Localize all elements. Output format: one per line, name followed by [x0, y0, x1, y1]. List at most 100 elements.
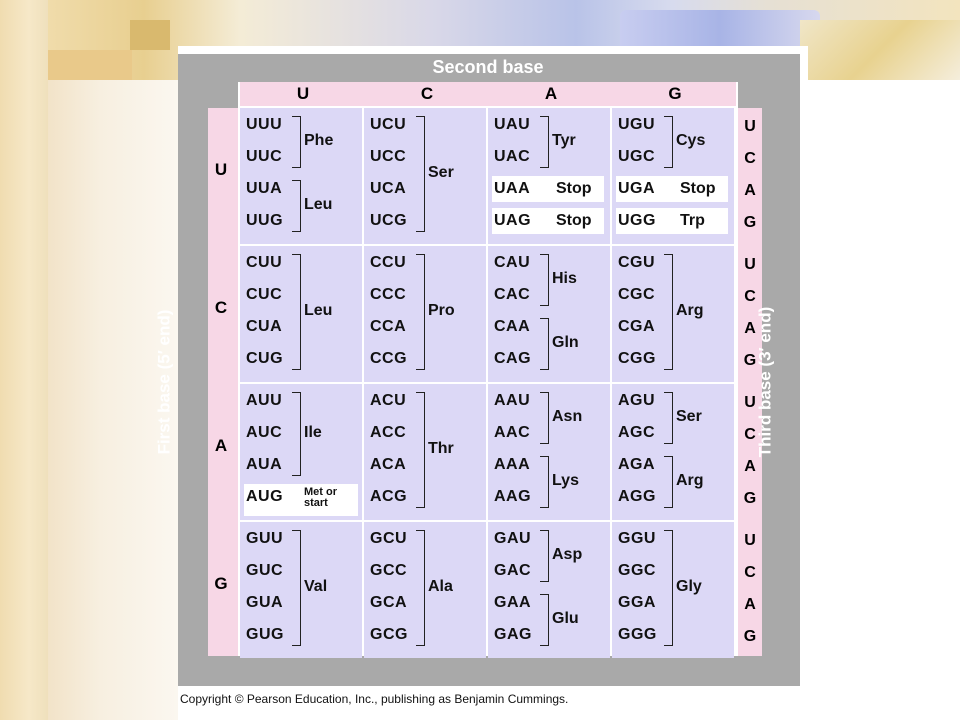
codon: GGA — [618, 594, 656, 611]
codon: GCA — [370, 594, 408, 611]
column-header-row — [240, 82, 736, 106]
third-base-u: U — [744, 532, 756, 549]
column-header-a: A — [544, 84, 558, 103]
codon-cell — [488, 246, 610, 382]
third-base-g: G — [743, 352, 757, 369]
codon: CAG — [494, 350, 532, 367]
stop-codon-box — [616, 176, 728, 202]
third-base-a: A — [744, 596, 756, 613]
codon-cell — [240, 108, 362, 244]
codon: CGA — [618, 318, 656, 335]
codon: GCC — [370, 562, 408, 579]
third-base-g: G — [743, 628, 757, 645]
codon-cell — [240, 522, 362, 658]
codon-bracket — [540, 318, 549, 370]
codon: GUG — [246, 626, 284, 643]
codon-bracket — [416, 116, 425, 232]
codon: GGC — [618, 562, 656, 579]
amino-acid-label: Glu — [552, 610, 579, 627]
third-base-c: C — [744, 150, 756, 167]
codon-bracket — [664, 530, 673, 646]
codon: GAA — [494, 594, 532, 611]
codon-bracket — [664, 392, 673, 444]
amino-acid-label: Ser — [676, 408, 702, 425]
codon: CAC — [494, 286, 531, 303]
stop-codon-box — [616, 208, 728, 234]
codon: GAU — [494, 530, 532, 547]
codon-bracket — [540, 116, 549, 168]
codon: UAU — [494, 116, 531, 133]
codon: CAA — [494, 318, 531, 335]
slide-background-left — [0, 0, 48, 720]
codon: GCU — [370, 530, 408, 547]
codon-bracket — [292, 180, 301, 232]
codon: AAC — [494, 424, 531, 441]
codon: UUU — [246, 116, 283, 133]
codon: CCU — [370, 254, 407, 271]
first-base-g: G — [214, 574, 228, 593]
codon: CCC — [370, 286, 407, 303]
slide-background-left-fade — [48, 80, 178, 720]
codon: CCG — [370, 350, 408, 367]
codon: UAA — [494, 180, 531, 197]
slide-background-patch — [32, 50, 132, 80]
codon: AAG — [494, 488, 532, 505]
stop-codon-box — [492, 176, 604, 202]
row-header-column — [208, 108, 238, 656]
third-base-g: G — [743, 214, 757, 231]
first-base-c: C — [214, 298, 228, 317]
amino-acid-label: Arg — [676, 472, 704, 489]
amino-acid-label: His — [552, 270, 577, 287]
codon: CAU — [494, 254, 531, 271]
third-base-c: C — [744, 288, 756, 305]
codon-bracket — [540, 594, 549, 646]
codon: UAG — [494, 212, 532, 229]
codon-cell — [488, 384, 610, 520]
codon: AUG — [246, 488, 284, 505]
codon-bracket — [416, 530, 425, 646]
genetic-code-figure: Second base U C A G First base (5′ end) … — [154, 46, 808, 686]
third-base-a: A — [744, 320, 756, 337]
first-base-u: U — [214, 160, 228, 179]
amino-acid-label: Leu — [304, 302, 333, 319]
third-base-u: U — [744, 256, 756, 273]
codon-bracket — [664, 116, 673, 168]
codon: GUC — [246, 562, 284, 579]
codon: CGC — [618, 286, 656, 303]
codon: UUC — [246, 148, 283, 165]
amino-acid-label: Phe — [304, 132, 334, 149]
amino-acid-label: Thr — [428, 440, 454, 457]
codon: AGC — [618, 424, 656, 441]
codon: ACG — [370, 488, 408, 505]
codon: UCA — [370, 180, 407, 197]
codon: UCC — [370, 148, 407, 165]
codon: AAA — [494, 456, 531, 473]
codon-bracket — [292, 530, 301, 646]
codon-bracket — [292, 392, 301, 476]
column-header-g: G — [668, 84, 682, 103]
codon-bracket — [540, 254, 549, 306]
third-base-u: U — [744, 118, 756, 135]
codon: UCG — [370, 212, 408, 229]
codon: AGG — [618, 488, 656, 505]
codon: GGG — [618, 626, 657, 643]
codon: GUU — [246, 530, 284, 547]
amino-acid-label: Ala — [428, 578, 453, 595]
codon: UUG — [246, 212, 284, 229]
footer-band — [178, 656, 800, 686]
amino-acid-label: Tyr — [552, 132, 576, 149]
codon: GAC — [494, 562, 532, 579]
amino-acid-label: Asp — [552, 546, 583, 563]
codon: CUU — [246, 254, 283, 271]
stop-label: Stop — [556, 212, 592, 229]
third-base-u: U — [744, 394, 756, 411]
first-base-a: A — [214, 436, 228, 455]
codon: UGU — [618, 116, 656, 133]
second-base-title: Second base — [432, 57, 544, 77]
codon-cell — [488, 522, 610, 658]
column-header-c: C — [420, 84, 434, 103]
first-base-label: First base (5′ end) — [154, 309, 174, 455]
codon-bracket — [292, 254, 301, 370]
first-base-band — [178, 54, 206, 686]
amino-acid-label: Lys — [552, 472, 579, 489]
